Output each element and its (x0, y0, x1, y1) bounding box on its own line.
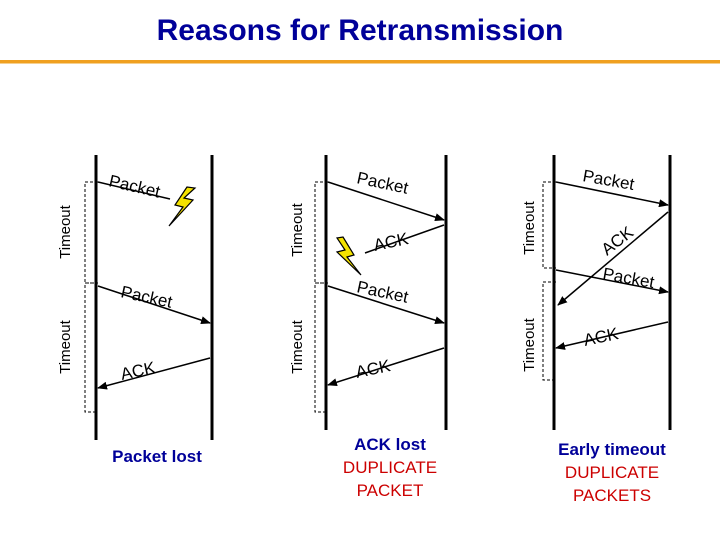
scenario-early-timeout: Timeout Timeout Packet ACK Packet ACK Ea… (521, 155, 672, 505)
packet-arrow (327, 285, 445, 325)
message-label: ACK (119, 358, 158, 384)
packet-arrow (97, 285, 211, 324)
message-label: Packet (107, 171, 162, 201)
title-underline-shadow (0, 63, 720, 64)
ack-arrow (327, 347, 445, 387)
lightning-bolt-icon (168, 186, 197, 227)
packet-arrow-lost (97, 181, 171, 200)
timeout-label: Timeout (521, 317, 538, 371)
ack-arrow (97, 357, 211, 390)
scenario-caption: Packet lost (112, 447, 202, 466)
timeout-bracket (542, 181, 556, 269)
scenario-caption-sub: PACKETS (573, 486, 651, 505)
slide-title: Reasons for Retransmission (156, 14, 564, 47)
packet-arrow (555, 269, 669, 295)
message-label: Packet (601, 264, 656, 292)
ack-arrow (555, 321, 669, 350)
packet-arrow (555, 181, 669, 208)
timeout-label: Timeout (521, 200, 538, 254)
timeout-bracket (314, 282, 328, 413)
timeout-label: Timeout (57, 319, 74, 373)
message-label: ACK (582, 324, 621, 350)
timeout-bracket (84, 282, 98, 413)
message-label: Packet (355, 277, 410, 306)
scenario-caption-sub: PACKET (357, 481, 424, 500)
title-underline (0, 60, 720, 63)
lightning-bolt-icon (335, 236, 362, 276)
ack-arrow (557, 211, 669, 306)
timeout-bracket (542, 281, 556, 381)
scenario-caption: ACK lost (354, 435, 426, 454)
timeout-label: Timeout (57, 204, 74, 258)
timeout-label: Timeout (289, 319, 306, 373)
scenario-caption-sub: DUPLICATE (565, 463, 659, 482)
message-label: ACK (372, 229, 411, 255)
packet-arrow (327, 181, 445, 221)
scenario-caption-sub: DUPLICATE (343, 458, 437, 477)
scenario-caption: Early timeout (558, 440, 666, 459)
scenario-ack-lost: Timeout Timeout Packet ACK Packet ACK AC… (289, 155, 448, 500)
ack-arrow-lost (364, 224, 445, 254)
timeout-label: Timeout (289, 202, 306, 256)
message-label: ACK (354, 356, 393, 382)
scenario-packet-lost: Timeout Timeout Packet Packet ACK Packet… (57, 155, 214, 466)
message-label: Packet (119, 282, 174, 311)
message-label: Packet (581, 166, 636, 194)
